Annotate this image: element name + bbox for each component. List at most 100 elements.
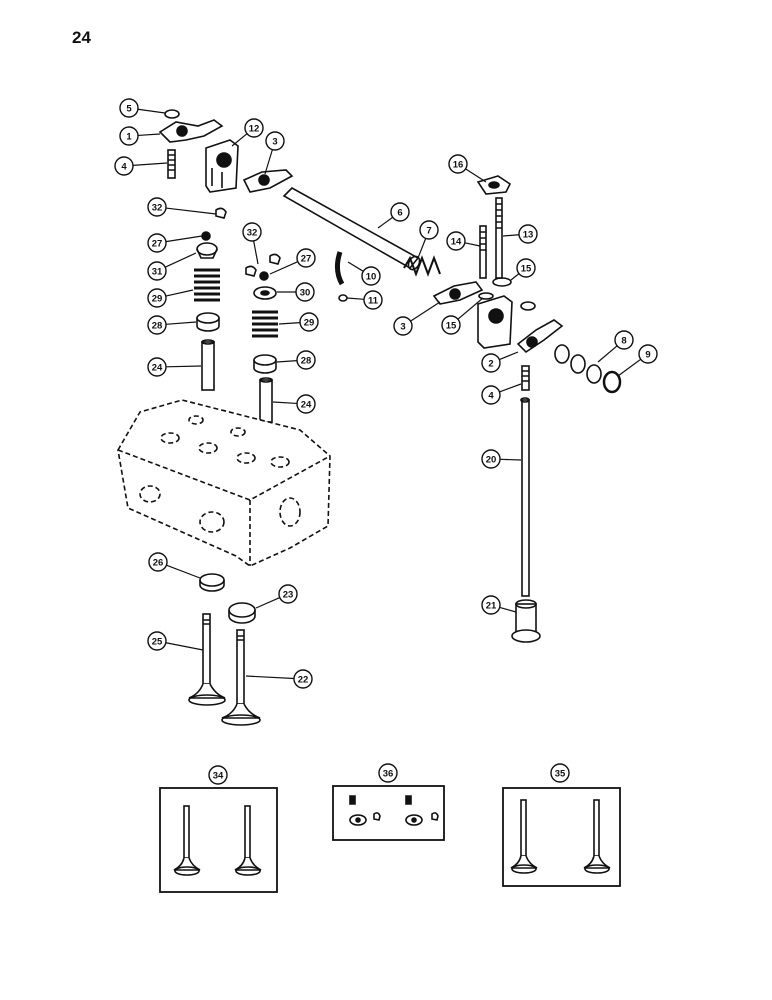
nut-part <box>164 109 180 119</box>
callout-label: 22 <box>298 675 309 686</box>
spacer-part <box>554 344 602 384</box>
valve-seat-insert-part <box>228 602 256 624</box>
callout-circle <box>148 552 168 572</box>
callout-circle <box>481 353 501 373</box>
kit-box-35 <box>502 787 621 887</box>
leader-line <box>165 207 217 215</box>
callout-label: 5 <box>126 104 132 115</box>
push-rod-part <box>520 397 530 597</box>
stud-part <box>495 197 503 279</box>
callout-35: 35 <box>550 763 570 783</box>
callout-label: 1 <box>126 132 132 143</box>
valve-rotator-part <box>253 354 277 374</box>
callout-label: 7 <box>426 226 431 237</box>
callout-circle <box>208 765 228 785</box>
leader-line <box>499 351 519 361</box>
rocker-bracket-part <box>477 295 513 349</box>
callout-20: 20 <box>481 449 522 469</box>
callout-label: 35 <box>555 769 566 780</box>
callout-29: 29 <box>147 288 194 308</box>
washer-part <box>492 277 512 287</box>
callout-circle <box>363 290 383 310</box>
leader-line <box>132 162 168 166</box>
leader-line <box>137 108 166 114</box>
stud-part <box>479 225 487 279</box>
callout-circle <box>296 248 316 268</box>
callout-6: 6 <box>377 202 410 229</box>
callout-30: 30 <box>277 282 315 302</box>
callout-label: 31 <box>152 267 163 278</box>
leader-line <box>166 564 201 579</box>
callout-circle <box>119 126 139 146</box>
callout-label: 8 <box>621 336 626 347</box>
valve-rotator-part <box>196 312 220 332</box>
callout-9: 9 <box>617 344 658 377</box>
leader-line <box>499 383 522 393</box>
leader-line <box>165 321 197 325</box>
callout-label: 30 <box>300 288 311 299</box>
callout-12: 12 <box>231 118 264 147</box>
callout-29: 29 <box>278 312 319 332</box>
callout-label: 14 <box>451 237 462 248</box>
leader-line <box>346 297 365 300</box>
valve-seat-insert-part <box>199 573 225 592</box>
callout-14: 14 <box>446 231 481 251</box>
leader-line <box>253 240 259 265</box>
callout-label: 15 <box>521 264 532 275</box>
callout-11: 11 <box>346 290 383 310</box>
washer-part <box>478 292 494 300</box>
callout-label: 6 <box>397 208 402 219</box>
leader-line <box>165 289 194 297</box>
callout-label: 2 <box>488 359 493 370</box>
leader-line <box>255 597 280 609</box>
intake-valve-part <box>221 629 261 726</box>
callout-circle <box>638 344 658 364</box>
leader-line <box>137 133 161 137</box>
callout-circle <box>441 315 461 335</box>
callout-4: 4 <box>481 383 522 405</box>
callout-34: 34 <box>208 765 228 785</box>
adjusting-screw-part <box>521 365 530 391</box>
callout-label: 28 <box>301 356 312 367</box>
callout-10: 10 <box>347 261 381 286</box>
callout-circle <box>147 315 167 335</box>
spring-retainer-part <box>196 242 218 259</box>
callout-circle <box>295 282 315 302</box>
callout-26: 26 <box>148 552 201 579</box>
callout-24: 24 <box>147 357 202 377</box>
callout-circle <box>293 669 313 689</box>
leader-line <box>165 642 204 651</box>
callout-32: 32 <box>147 197 217 217</box>
callout-label: 13 <box>523 230 534 241</box>
callout-25: 25 <box>147 631 204 651</box>
callout-15: 15 <box>441 297 484 335</box>
callout-label: 29 <box>304 318 315 329</box>
callout-circle <box>299 312 319 332</box>
callout-circle <box>278 584 298 604</box>
leader-line <box>410 301 441 322</box>
callout-32: 32 <box>242 222 262 265</box>
callout-36: 36 <box>378 763 398 783</box>
callout-28: 28 <box>276 350 316 370</box>
callout-circle <box>393 316 413 336</box>
callout-label: 23 <box>283 590 294 601</box>
callout-27: 27 <box>147 233 203 253</box>
callout-label: 26 <box>153 558 164 569</box>
nut-part <box>520 301 536 311</box>
leader-line <box>617 358 642 377</box>
leader-line <box>347 261 364 272</box>
callout-13: 13 <box>502 224 538 244</box>
valve-spring-part <box>194 268 220 302</box>
callout-circle <box>147 197 167 217</box>
callout-circle <box>147 357 167 377</box>
callout-1: 1 <box>119 126 161 146</box>
callout-circle <box>119 98 139 118</box>
leader-line <box>499 458 522 461</box>
leader-line <box>417 238 427 259</box>
callout-label: 27 <box>152 239 163 250</box>
adjusting-screw-part <box>167 149 176 179</box>
callout-circle <box>147 233 167 253</box>
callout-31: 31 <box>147 252 197 281</box>
callout-label: 24 <box>152 363 163 374</box>
